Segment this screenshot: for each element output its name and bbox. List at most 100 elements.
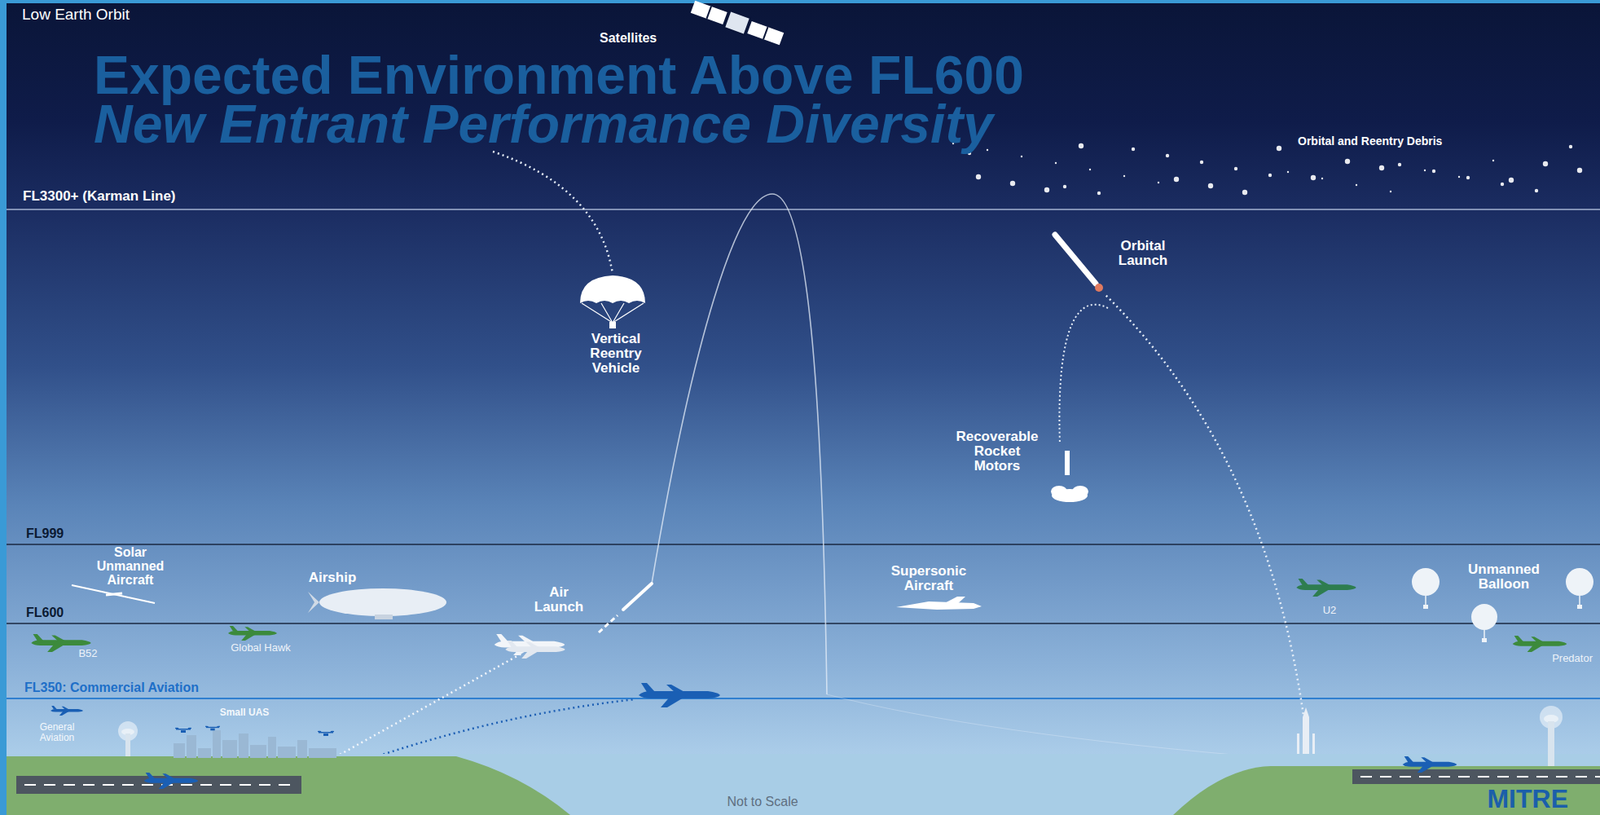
debris-dot	[1020, 155, 1023, 158]
small-uas	[205, 725, 221, 731]
aircraft-label: U2	[1323, 604, 1337, 616]
debris-dot	[1165, 153, 1170, 158]
debris-dot	[1089, 168, 1091, 171]
airship	[319, 588, 447, 616]
debris-dot	[1508, 177, 1514, 183]
recoverable-rocket-motor	[1050, 485, 1068, 497]
debris-dot	[1131, 147, 1135, 151]
debris-dot	[1242, 189, 1248, 195]
unmanned-balloons	[1578, 595, 1581, 605]
ground	[1352, 769, 1600, 784]
small-uas	[175, 727, 193, 733]
altitude-label: FL600	[26, 606, 64, 620]
trajectories	[651, 193, 827, 695]
vehicle-label: Orbital Launch	[1118, 238, 1168, 269]
debris-dot	[1492, 159, 1495, 162]
debris-dot	[1157, 181, 1160, 184]
debris-dot	[1287, 171, 1289, 173]
trajectories	[301, 151, 1306, 781]
altitude-lines	[6, 209, 1600, 699]
launch-pad-rocket	[1302, 707, 1310, 717]
airship	[307, 591, 320, 613]
aircraft-label: General Aviation	[39, 721, 75, 743]
altitude-label: FL999	[26, 527, 64, 541]
unmanned-balloons	[1424, 595, 1427, 605]
satellite-icon	[747, 21, 784, 45]
debris-dot	[1345, 158, 1350, 164]
commercial-jet	[638, 682, 721, 708]
city-skyline	[308, 747, 337, 758]
orbital-rocket	[1054, 234, 1096, 284]
supersonic-aircraft	[896, 596, 982, 610]
general-aviation-plane	[50, 705, 84, 716]
vehicle-label: Supersonic Aircraft	[891, 563, 968, 594]
ground	[1360, 775, 1600, 778]
solar-unmanned-aircraft	[105, 593, 123, 595]
unmanned-balloons	[1577, 604, 1583, 609]
debris-dot	[1063, 184, 1067, 189]
debris-dot	[1208, 183, 1214, 189]
air-launch-vehicle	[494, 583, 652, 659]
control-tower	[1547, 720, 1555, 766]
debris-dot	[1234, 167, 1238, 171]
vehicle-label: Airship	[308, 570, 357, 585]
debris-dot	[1397, 162, 1402, 167]
air-launch-vehicle	[598, 615, 618, 633]
launch-pad-rocket	[1296, 707, 1315, 754]
city-skyline	[173, 742, 185, 758]
city-skyline	[297, 739, 308, 758]
debris-dot	[1097, 191, 1101, 195]
supersonic-aircraft	[936, 596, 966, 608]
debris-dot	[1310, 175, 1316, 181]
city-skyline	[250, 744, 267, 758]
aircraft-label: Small UAS	[219, 707, 270, 718]
city-skyline	[186, 734, 197, 758]
debris-dot	[1010, 180, 1016, 186]
unmanned-balloons	[1411, 567, 1440, 596]
debris-dot	[1173, 176, 1179, 182]
airship	[307, 588, 447, 620]
city-skyline	[212, 729, 221, 758]
orbital-rocket	[1094, 283, 1104, 292]
debris-dot	[1577, 167, 1583, 173]
debris-dot	[1466, 175, 1470, 180]
launch-pad-rocket	[1312, 733, 1315, 754]
ground	[24, 783, 294, 786]
debris-dot	[1268, 173, 1272, 177]
trajectories	[492, 151, 613, 274]
control-tower	[118, 705, 1563, 766]
city-skyline	[277, 746, 296, 758]
debris-dot	[1424, 169, 1426, 172]
airship	[374, 614, 393, 620]
debris-dot	[1542, 161, 1548, 167]
debris-dot	[1078, 143, 1084, 149]
orbital-rocket	[1054, 234, 1104, 292]
city-skyline	[238, 733, 249, 758]
frame-strip	[0, 0, 1600, 4]
logo-text: MITRE	[1486, 785, 1569, 814]
city-skyline	[197, 747, 211, 758]
unmanned-balloons	[1483, 629, 1486, 638]
debris-dot	[1321, 177, 1324, 180]
aircraft-label: B52	[78, 647, 97, 660]
trajectories	[1059, 304, 1108, 444]
ground	[6, 756, 571, 815]
aircraft-label: Predator	[1551, 652, 1593, 664]
frame-strip	[0, 0, 7, 815]
air-launch-vehicle	[623, 583, 652, 610]
altitude-lines	[6, 697, 1600, 699]
trajectories	[826, 694, 1271, 758]
small-uas	[175, 725, 335, 736]
solar-unmanned-aircraft	[71, 584, 155, 603]
trajectories	[1103, 293, 1306, 734]
air-launch-vehicle	[505, 640, 565, 659]
debris-dot	[1500, 182, 1504, 186]
u2-aircraft	[1296, 578, 1356, 597]
control-tower	[125, 733, 131, 757]
note-label: Not to Scale	[726, 795, 798, 809]
debris-dot	[1123, 175, 1126, 177]
runway-jet	[1402, 756, 1458, 773]
city-skyline	[268, 736, 277, 758]
debris-dot	[1054, 162, 1057, 164]
